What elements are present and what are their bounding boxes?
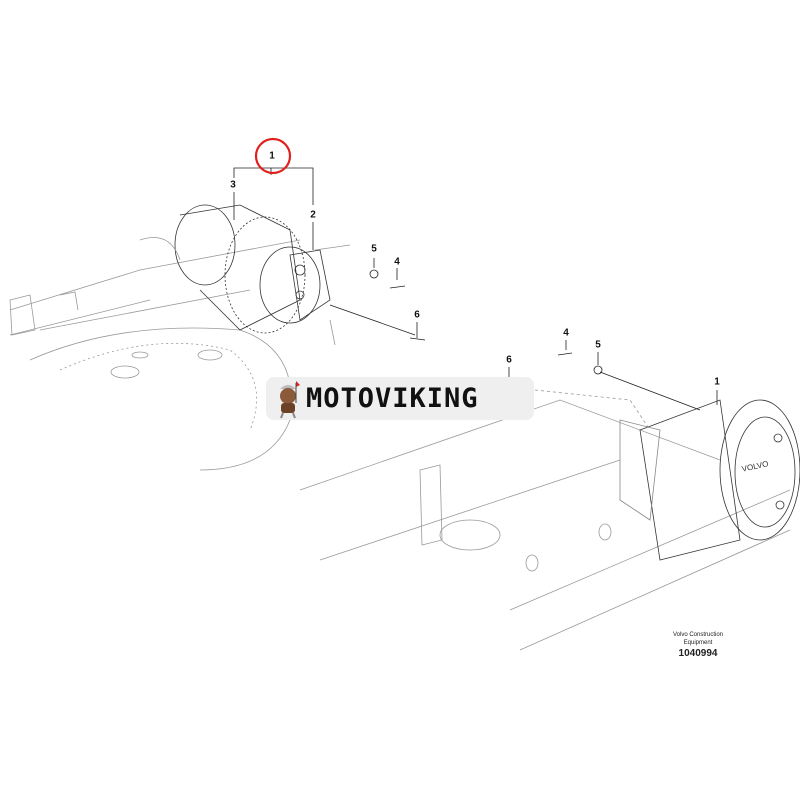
- callout-left-1: 1: [269, 150, 275, 162]
- right-leaders: [508, 340, 718, 411]
- hub-brand: VOLVO: [741, 459, 769, 473]
- callout-right-4: 4: [563, 327, 569, 339]
- right-final-drive: [619, 399, 800, 561]
- callout-left-4: 4: [394, 256, 400, 268]
- left-frame: [9, 239, 301, 471]
- callout-left-5: 5: [371, 243, 377, 255]
- left-final-drive: [139, 204, 351, 346]
- callout-right-6: 6: [506, 354, 512, 366]
- callout-left-3: 3: [230, 179, 236, 191]
- callout-right-1: 1: [714, 376, 720, 388]
- viking-mascot-icon: [280, 381, 300, 419]
- credit-line2: Equipment: [683, 640, 713, 646]
- document-number: 1040994: [678, 648, 718, 659]
- highlight-circle: [254, 137, 292, 175]
- left-leaders: [233, 167, 426, 341]
- watermark-text: MOTOVIKING: [306, 383, 479, 414]
- right-frame: [299, 389, 791, 651]
- callout-left-6: 6: [414, 309, 420, 321]
- credit-text: Volvo Construction Equipment: [673, 631, 723, 647]
- callout-left-2: 2: [310, 209, 316, 221]
- callout-right-5: 5: [595, 339, 601, 351]
- credit-line1: Volvo Construction: [672, 632, 724, 638]
- watermark-banner: MOTOVIKING: [266, 377, 534, 420]
